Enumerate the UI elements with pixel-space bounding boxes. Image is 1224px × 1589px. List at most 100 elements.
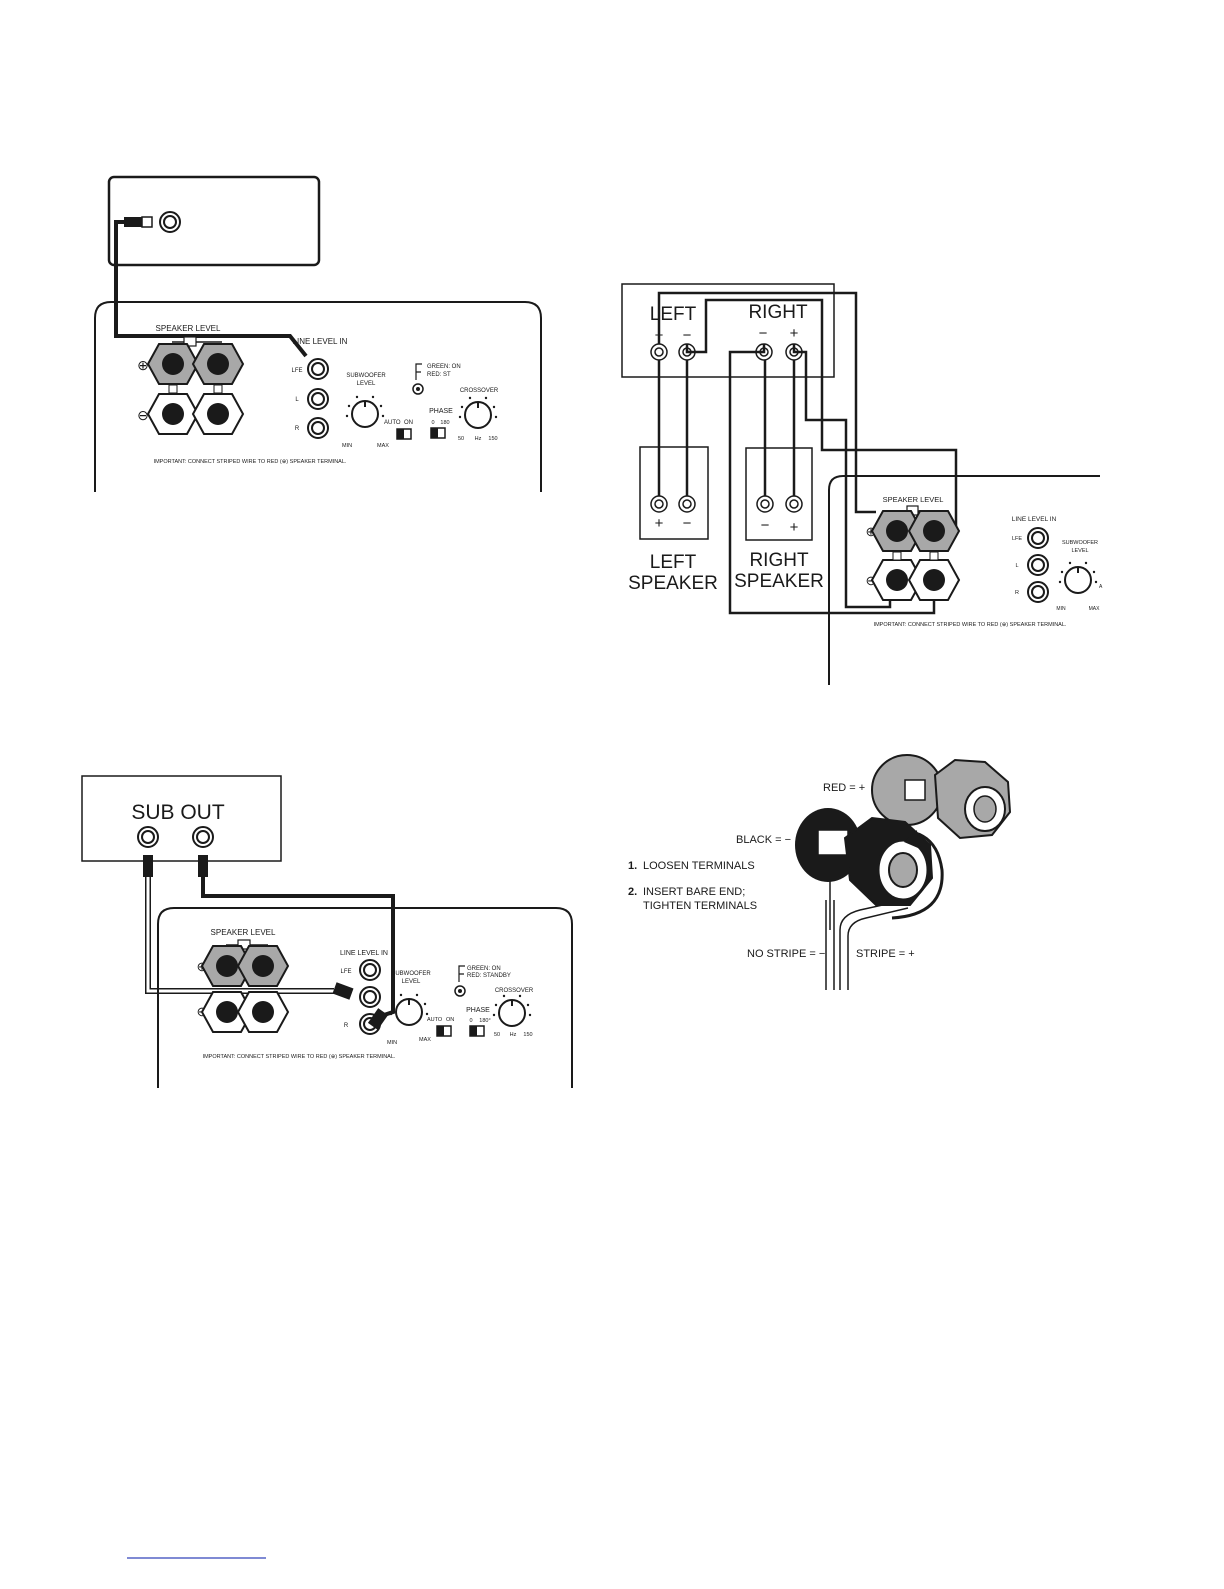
lfe-jack[interactable] [1027, 527, 1049, 549]
subwoofer-level-knob[interactable] [344, 394, 386, 428]
subwoofer-level-knob[interactable] [1057, 560, 1099, 594]
sub-out-label: SUB OUT [131, 801, 225, 824]
svg-text:50: 50 [458, 436, 464, 442]
svg-text:R: R [1015, 590, 1019, 596]
r-jack[interactable] [307, 417, 329, 439]
svg-text:GREEN: ON: GREEN: ON [467, 966, 501, 972]
lfe-jack[interactable] [307, 358, 329, 380]
terminal-right-positive[interactable] [908, 510, 960, 552]
svg-text:SPEAKER LEVEL: SPEAKER LEVEL [883, 495, 944, 504]
svg-text:⊕: ⊕ [866, 524, 877, 539]
svg-text:SUBWOOFER: SUBWOOFER [391, 971, 431, 977]
lfe-cable [114, 220, 308, 358]
svg-text:LEVEL: LEVEL [357, 381, 376, 387]
terminal-right-negative[interactable] [237, 991, 289, 1033]
figure-speaker-level-connection: LEFT RIGHT + − − + + − − + LEFT SPEAKER … [621, 283, 1103, 685]
line-level-in-label: LINE LEVEL IN [293, 337, 348, 346]
svg-text:L: L [295, 397, 299, 403]
svg-text:150: 150 [523, 1032, 532, 1038]
svg-text:MAX: MAX [1089, 606, 1101, 612]
terminal-right-negative[interactable] [908, 559, 960, 601]
r-jack[interactable] [1027, 581, 1049, 603]
svg-text:LEVEL: LEVEL [402, 979, 421, 985]
svg-text:TIGHTEN TERMINALS: TIGHTEN TERMINALS [643, 900, 757, 912]
terminal-left-positive[interactable] [147, 343, 199, 385]
svg-text:LEVEL: LEVEL [1071, 548, 1088, 554]
auto-on-switch[interactable] [396, 428, 412, 440]
subwoofer-panel-outline [94, 301, 542, 492]
svg-text:ON: ON [404, 420, 413, 426]
cable-r [201, 877, 395, 1018]
receiver-sub-out-box [81, 775, 282, 862]
svg-text:GREEN: ON: GREEN: ON [427, 364, 461, 370]
svg-text:180: 180 [440, 420, 449, 426]
stripe-label: STRIPE = + [856, 948, 915, 960]
svg-text:0: 0 [431, 420, 434, 426]
phase-switch[interactable] [430, 427, 446, 439]
figure-binding-post-detail: RED = + BLACK = − 1. LOOSEN TERMINALS 2.… [628, 754, 1012, 990]
svg-text:RED: ST: RED: ST [427, 372, 451, 378]
terminal-right-positive[interactable] [237, 945, 289, 987]
svg-text:SUBWOOFER: SUBWOOFER [346, 373, 386, 379]
svg-text:L: L [1015, 563, 1018, 569]
svg-text:AUTO: AUTO [384, 420, 401, 426]
black-binding-post [795, 808, 944, 920]
svg-text:RED: STANDBY: RED: STANDBY [467, 973, 511, 979]
svg-text:180°: 180° [479, 1018, 490, 1024]
svg-text:−: − [761, 517, 770, 534]
left-speaker-label: LEFT [650, 552, 697, 573]
svg-text:IMPORTANT: CONNECT STRIPED WIR: IMPORTANT: CONNECT STRIPED WIRE TO RED (… [203, 1054, 396, 1060]
svg-text:R: R [344, 1023, 349, 1029]
rca-plug [124, 217, 142, 227]
auto-on-switch[interactable] [436, 1025, 452, 1037]
svg-text:IMPORTANT: CONNECT STRIPED WIR: IMPORTANT: CONNECT STRIPED WIRE TO RED (… [874, 622, 1067, 628]
l-jack[interactable] [359, 986, 381, 1008]
minus-symbol: ⊖ [137, 407, 149, 423]
terminal-left-negative[interactable] [147, 393, 199, 435]
l-jack[interactable] [1027, 554, 1049, 576]
receiver-sub-jack [159, 211, 181, 233]
l-jack[interactable] [307, 388, 329, 410]
receiver-left-pos-jack [650, 343, 668, 361]
receiver-left-label: LEFT [650, 304, 697, 325]
svg-text:R: R [295, 426, 300, 432]
terminal-right-positive[interactable] [192, 343, 244, 385]
crossover-knob[interactable] [491, 993, 533, 1027]
svg-text:LINE LEVEL IN: LINE LEVEL IN [340, 950, 388, 957]
status-led [412, 383, 424, 395]
svg-text:AUTO: AUTO [427, 1017, 443, 1023]
svg-text:LFE: LFE [291, 368, 302, 374]
svg-text:1.: 1. [628, 860, 637, 872]
svg-text:CROSSOVER: CROSSOVER [460, 388, 499, 394]
svg-text:A: A [1099, 584, 1103, 590]
svg-text:SPEAKER LEVEL: SPEAKER LEVEL [211, 928, 276, 937]
phase-switch[interactable] [469, 1025, 485, 1037]
subwoofer-panel-outline [828, 475, 1100, 685]
svg-text:MIN: MIN [342, 443, 352, 449]
svg-text:+: + [655, 515, 664, 532]
svg-text:LINE LEVEL IN: LINE LEVEL IN [1012, 516, 1057, 523]
subwoofer-level-knob[interactable] [388, 992, 430, 1026]
svg-text:0: 0 [469, 1018, 472, 1024]
left-neg-wire [792, 344, 892, 609]
svg-text:ON: ON [446, 1017, 454, 1023]
lfe-jack[interactable] [359, 959, 381, 981]
step-1-text: LOOSEN TERMINALS [643, 860, 755, 872]
svg-text:⊖: ⊖ [866, 573, 877, 588]
figure-lfe-connection: SPEAKER LEVEL ⊕ ⊖ LINE LEVEL IN LFE L R … [94, 175, 542, 492]
svg-text:SPEAKER: SPEAKER [628, 573, 718, 594]
right-neg-wire [728, 344, 936, 615]
terminal-right-negative[interactable] [192, 393, 244, 435]
svg-text:−: − [759, 325, 768, 342]
wire-stripe [839, 899, 909, 990]
svg-text:SUBWOOFER: SUBWOOFER [1062, 540, 1098, 546]
plus-symbol: ⊕ [137, 357, 149, 373]
step-2-text: INSERT BARE END; [643, 886, 745, 898]
status-led [454, 985, 466, 997]
receiver-right-label: RIGHT [748, 302, 808, 323]
svg-text:−: − [683, 515, 692, 532]
svg-text:SPEAKER: SPEAKER [734, 571, 824, 592]
crossover-knob[interactable] [457, 395, 499, 429]
